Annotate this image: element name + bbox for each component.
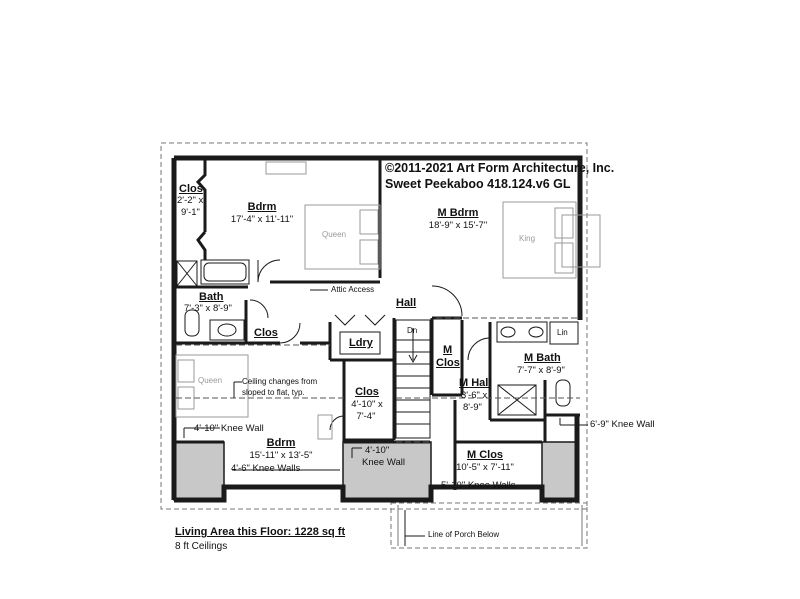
beds xyxy=(175,161,601,440)
room-m-clos-small-2: Clos xyxy=(436,357,460,369)
bath-fixtures xyxy=(176,259,579,416)
ceiling-change-lines xyxy=(176,317,580,443)
leader-lines xyxy=(183,289,588,546)
door-swings xyxy=(249,259,491,431)
room-m-bath: M Bath xyxy=(524,352,561,364)
room-m-clos-dim: 10'-5" x 7'-11" xyxy=(456,462,514,473)
room-ldry: Ldry xyxy=(349,337,373,349)
room-clos-center: Clos xyxy=(355,386,379,398)
room-m-hall-dim2: 8'-9" xyxy=(463,402,482,413)
room-clos-center-dim2: 7'-4" xyxy=(356,411,376,422)
copyright-notice: ©2011-2021 Art Form Architecture, Inc. S… xyxy=(385,160,614,193)
ceiling-height-note: 8 ft Ceilings xyxy=(175,541,228,552)
ceiling-note-line-2: sloped to flat, typ. xyxy=(242,388,305,397)
knee-wall-label-3a: 4'-10" xyxy=(365,445,390,456)
room-m-hall: M Hall xyxy=(459,377,492,389)
porch-outline xyxy=(397,505,583,546)
room-m-clos-small-1: M xyxy=(443,344,453,356)
room-m-hall-dim1: 3'-6" x xyxy=(461,390,488,401)
interior-walls xyxy=(174,160,580,490)
room-bdrm-sw-dim: 15'-11" x 13'-5" xyxy=(249,450,313,461)
knee-wall-label-3b: Knee Wall xyxy=(362,457,405,468)
room-clos-nw-dim2: 9'-1" xyxy=(181,207,200,218)
bed-label-queen-upper: Queen xyxy=(322,230,347,239)
room-m-bdrm: M Bdrm xyxy=(437,207,479,219)
knee-wall-label-2: 4'-6" Knee Walls xyxy=(231,463,301,474)
knee-wall-label-5: 6'-9" Knee Wall xyxy=(590,419,655,430)
room-bath-dim: 7'-3" x 8'-9" xyxy=(184,303,232,314)
copyright-line-1: ©2011-2021 Art Form Architecture, Inc. xyxy=(385,161,615,175)
room-clos-nw: Clos xyxy=(179,183,203,195)
room-clos-bath: Clos xyxy=(254,327,278,339)
room-bdrm-nw: Bdrm xyxy=(247,201,277,213)
stairs xyxy=(395,319,431,439)
room-bdrm-sw: Bdrm xyxy=(266,437,296,449)
bed-label-king: King xyxy=(519,234,536,243)
stair-down-label: Dn xyxy=(407,326,418,335)
ceiling-note-line-1: Ceiling changes from xyxy=(242,377,318,386)
knee-wall-label-4: 5'-10" Knee Walls xyxy=(441,480,516,491)
room-m-clos: M Clos xyxy=(466,449,504,461)
knee-wall-label-1: 4'-10" Knee Wall xyxy=(194,423,264,434)
attic-access-note: Attic Access xyxy=(331,285,375,294)
bed-label-queen-lower: Queen xyxy=(198,376,223,385)
porch-note: Line of Porch Below xyxy=(428,530,500,539)
roof-outline-dashed xyxy=(160,142,588,549)
exterior-walls xyxy=(171,155,583,503)
room-m-bath-dim: 7'-7" x 8'-9" xyxy=(517,365,565,376)
room-bath: Bath xyxy=(199,291,224,303)
room-bdrm-nw-dim: 17'-4" x 11'-11" xyxy=(230,214,294,225)
linen-label: Lin xyxy=(557,328,568,337)
room-clos-center-dim1: 4'-10" x xyxy=(351,399,383,410)
room-m-bdrm-dim: 18'-9" x 15'-7" xyxy=(428,220,488,231)
copyright-line-2: Sweet Peekaboo 418.124.v6 GL xyxy=(385,177,571,192)
room-hall: Hall xyxy=(396,297,417,309)
living-area-total: Living Area this Floor: 1228 sq ft xyxy=(175,526,346,538)
room-clos-nw-dim1: 2'-2" x xyxy=(177,195,204,206)
